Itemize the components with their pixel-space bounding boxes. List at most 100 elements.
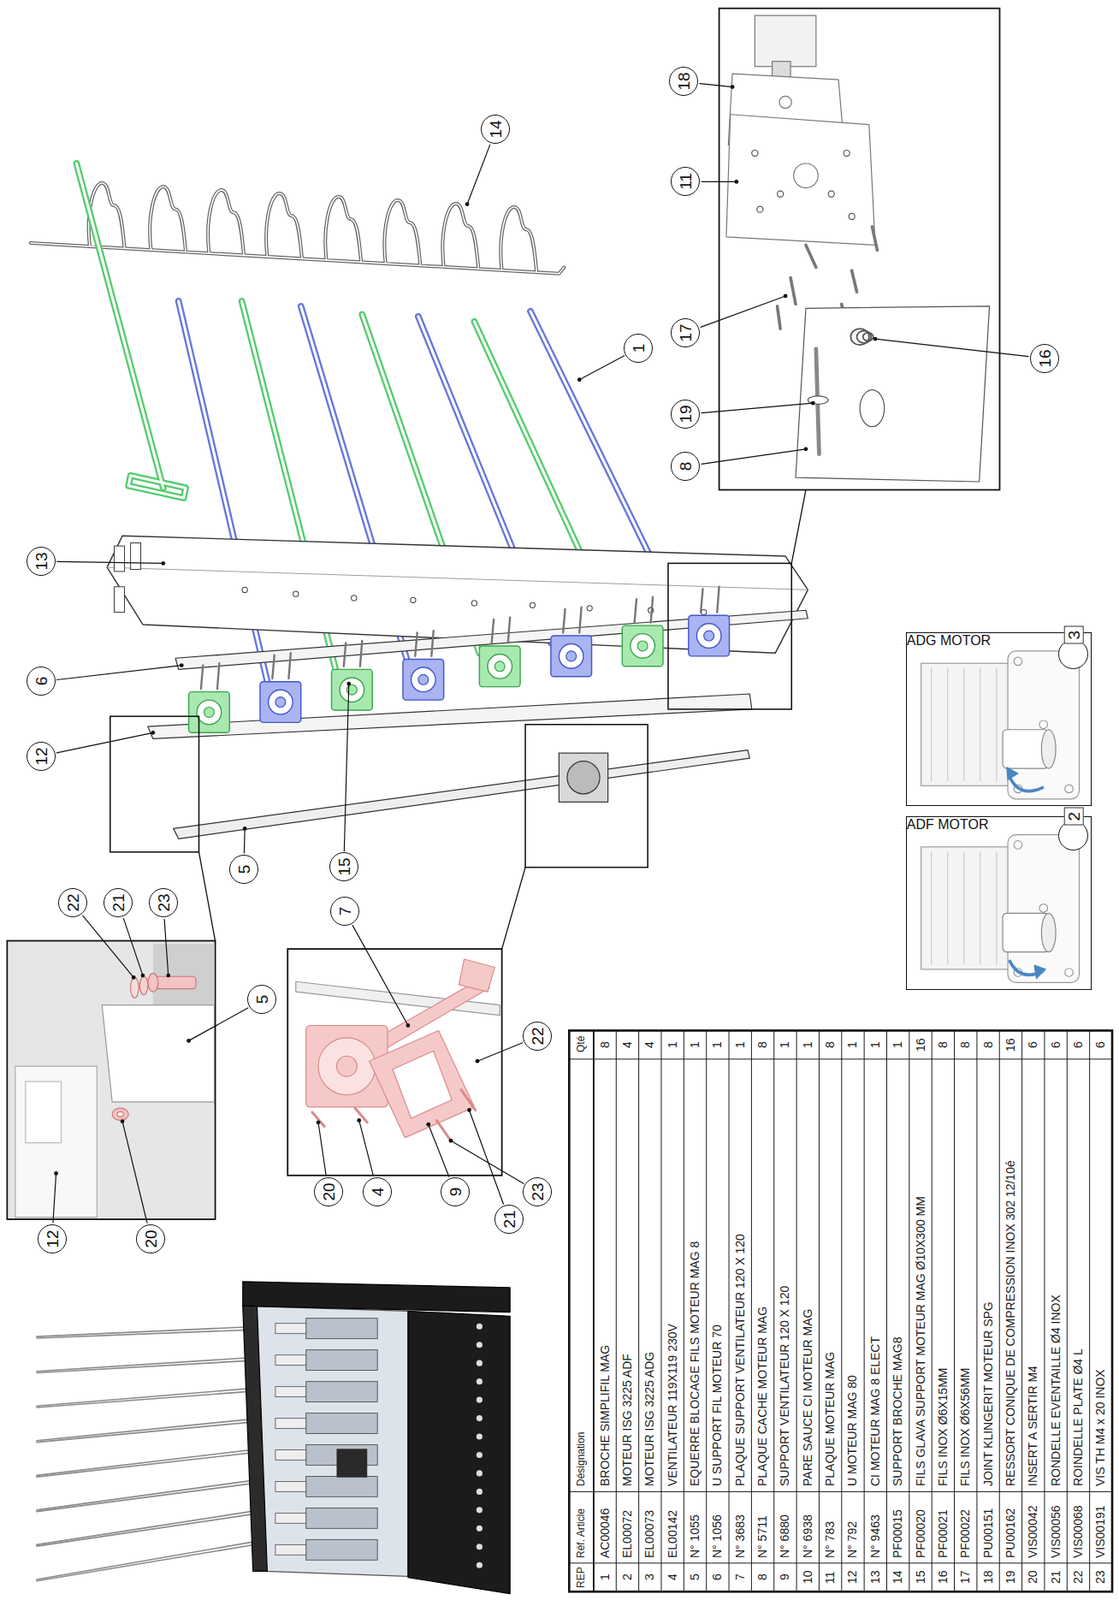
callout-number: 9 bbox=[446, 1186, 463, 1196]
callout-number: 23 bbox=[529, 1182, 546, 1201]
cover-body bbox=[106, 535, 808, 653]
zoom-line bbox=[502, 867, 526, 949]
screw bbox=[461, 1089, 476, 1111]
motor-fin bbox=[963, 668, 965, 781]
housing-hole bbox=[476, 1506, 483, 1513]
callout-bubble: 23 bbox=[522, 1177, 552, 1207]
fan-support-hole bbox=[392, 1050, 452, 1119]
table-cell: MOTEUR ISG 3225 ADF bbox=[621, 1353, 634, 1487]
table-cell: 6 bbox=[710, 1574, 724, 1581]
leader-dot bbox=[465, 201, 470, 207]
table-cell: N° 1056 bbox=[710, 1514, 724, 1558]
table-cell: FILS INOX Ø6X15MM bbox=[936, 1367, 950, 1487]
table-cell: 4 bbox=[621, 1041, 634, 1048]
motor-body bbox=[331, 669, 373, 711]
table-cell: 1 bbox=[869, 1041, 883, 1048]
table-cell: VIS TH M4 x 20 INOX bbox=[1094, 1369, 1108, 1487]
zoom-box bbox=[110, 716, 200, 853]
spit-exploded-core bbox=[76, 163, 186, 498]
table-row-line bbox=[683, 1030, 685, 1592]
callout-number: 5 bbox=[254, 994, 271, 1005]
leader-dot bbox=[426, 1122, 431, 1127]
table-cell: N° 792 bbox=[846, 1521, 859, 1558]
table-cell: 16 bbox=[936, 1570, 950, 1585]
spit-rod bbox=[36, 1387, 261, 1406]
table-row-line bbox=[1021, 1030, 1023, 1592]
callout-bubble: 22 bbox=[522, 1021, 552, 1051]
table-cell: 8 bbox=[959, 1041, 972, 1048]
table-cell: PF00020 bbox=[914, 1509, 928, 1558]
table-row-line bbox=[773, 1030, 775, 1592]
motor-fin bbox=[930, 668, 932, 781]
table-cell: 18 bbox=[982, 1570, 995, 1585]
table-cell: 8 bbox=[982, 1041, 995, 1048]
insert-20 bbox=[112, 1107, 129, 1120]
table-cell: 22 bbox=[1071, 1570, 1085, 1585]
motor-detail bbox=[719, 8, 1001, 491]
leader-line bbox=[579, 355, 624, 380]
cover-hole bbox=[529, 602, 535, 608]
leader-line bbox=[477, 1042, 523, 1061]
table-row-line bbox=[728, 1030, 730, 1592]
leader-line bbox=[352, 925, 409, 1026]
bracket-5 bbox=[101, 1005, 214, 1102]
cover-plate-8 bbox=[795, 306, 990, 482]
table-cell: 1 bbox=[688, 1041, 702, 1048]
spit-rod bbox=[36, 1540, 261, 1580]
spit-rod bbox=[36, 1451, 261, 1477]
table-row-line bbox=[796, 1030, 798, 1592]
callout-number: 21 bbox=[500, 1209, 517, 1228]
table-cell: RONDELLE EVENTAILLE Ø4 INOX bbox=[1049, 1294, 1063, 1487]
table-cell: AC00046 bbox=[598, 1507, 612, 1558]
table-cell: 8 bbox=[936, 1041, 950, 1048]
motor-rod bbox=[288, 652, 291, 679]
table-cell: CI MOTEUR MAG 8 ELECT bbox=[869, 1336, 883, 1487]
spit-coupler bbox=[275, 1480, 307, 1492]
table-cell: U SUPPORT FIL MOTEUR 70 bbox=[710, 1324, 724, 1487]
callout-number: 12 bbox=[32, 746, 49, 765]
callout-bubble: 3 bbox=[1058, 639, 1089, 670]
gearbox-bolt bbox=[1039, 904, 1048, 913]
fan-render bbox=[336, 1448, 368, 1477]
callout-number: 15 bbox=[335, 858, 352, 877]
callout-number: 22 bbox=[529, 1027, 546, 1046]
motor-render bbox=[306, 1413, 378, 1434]
table-row-line bbox=[751, 1030, 752, 1592]
callout-number: 11 bbox=[677, 172, 694, 190]
callout-bubble: 11 bbox=[670, 166, 700, 196]
table-cell: SUPPORT VENTILATEUR 120 X 120 bbox=[778, 1285, 792, 1487]
channel-12 bbox=[15, 1065, 97, 1217]
motor-rod bbox=[272, 655, 274, 679]
table-cell: 15 bbox=[914, 1570, 928, 1585]
spit-rod bbox=[36, 1326, 261, 1337]
callout-bubble: 6 bbox=[26, 666, 56, 696]
table-header: Réf. Article bbox=[575, 1508, 587, 1558]
motor-hub bbox=[558, 644, 584, 670]
washer-21 bbox=[139, 976, 149, 995]
plate-hole bbox=[777, 190, 784, 197]
cover-hole bbox=[586, 605, 593, 611]
screw bbox=[777, 306, 782, 329]
screw-23 bbox=[153, 976, 196, 989]
callout-bubble: 5 bbox=[247, 984, 277, 1014]
table-cell: U MOTEUR MAG 80 bbox=[846, 1374, 859, 1487]
zoom-line bbox=[791, 490, 806, 564]
motor-fin bbox=[995, 852, 997, 965]
leader-dot bbox=[406, 1023, 411, 1028]
plate-hole bbox=[848, 213, 855, 220]
gearbox-bolt bbox=[1065, 968, 1074, 977]
housing-hole bbox=[476, 1451, 483, 1458]
spit-coupler bbox=[275, 1386, 307, 1398]
housing-hole bbox=[476, 1525, 483, 1532]
shaft-end bbox=[1041, 912, 1056, 952]
callout-bubble: 2 bbox=[1058, 820, 1089, 851]
spit-rod bbox=[36, 1390, 261, 1408]
motor-render bbox=[306, 1507, 378, 1528]
motor-can bbox=[921, 846, 1013, 970]
spit-rod bbox=[36, 1356, 261, 1372]
table-cell: 11 bbox=[823, 1570, 837, 1584]
housing-hole bbox=[476, 1360, 483, 1367]
callout-number: 22 bbox=[64, 894, 81, 912]
callout-bubble: 12 bbox=[26, 741, 56, 771]
